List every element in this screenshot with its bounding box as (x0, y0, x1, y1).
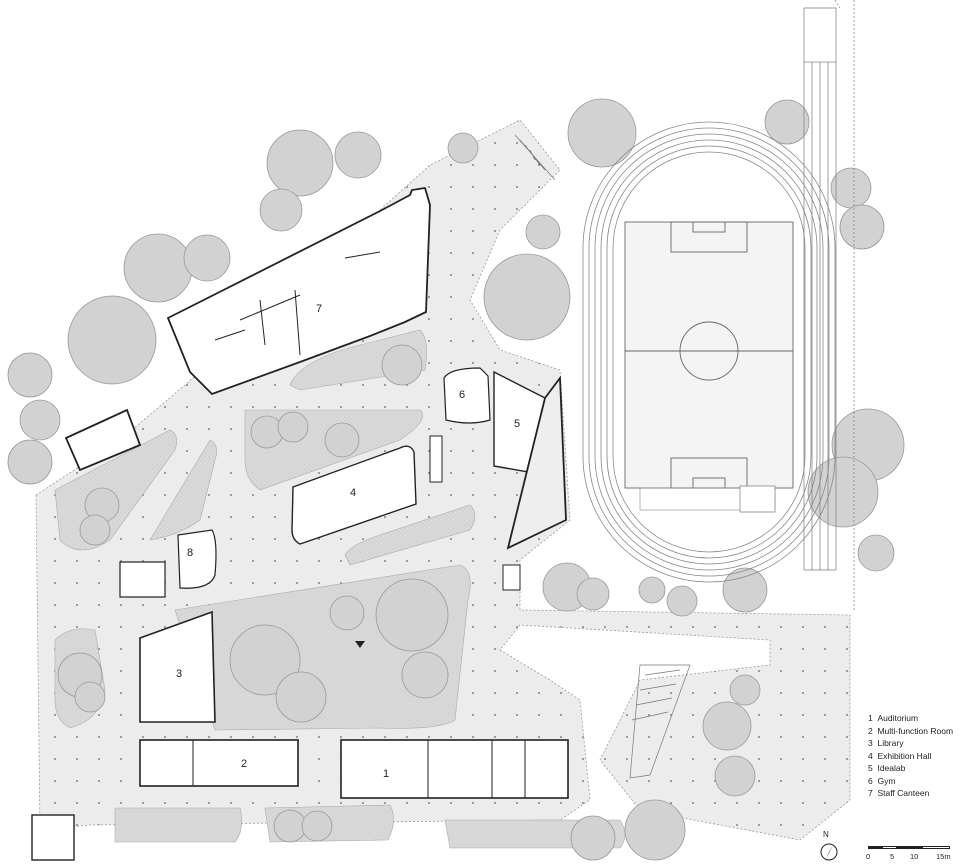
building-6-gym (443, 367, 491, 424)
football-pitch (624, 221, 794, 489)
scale-tick-5: 5 (890, 852, 895, 861)
legend-item-7: 7 Staff Canteen (868, 788, 930, 798)
small-building-west (64, 408, 142, 472)
building-1-auditorium (340, 739, 569, 799)
legend-item-3: 3 Library (868, 738, 904, 748)
building-number-7: 7 (316, 303, 322, 315)
building-number-6: 6 (459, 389, 465, 401)
building-number-2: 2 (241, 758, 247, 770)
building-2-multi-function-room (139, 739, 299, 787)
north-label: N (823, 830, 829, 839)
building-3-library (139, 610, 216, 723)
legend-item-4: 4 Exhibition Hall (868, 750, 932, 761)
ramps (514, 134, 691, 779)
compass-icon (820, 843, 838, 861)
north-arrow: N (818, 830, 842, 862)
idealab-wedge (506, 375, 567, 550)
scale-tick-10: 10 (910, 852, 919, 861)
small-building-southwest (31, 814, 75, 861)
scale-bar: 0 5 10 15m (866, 846, 956, 866)
building-number-5: 5 (514, 418, 520, 430)
building-8 (177, 529, 217, 589)
building-number-8: 8 (187, 547, 193, 559)
building-7-staff-canteen (166, 186, 431, 396)
scale-tick-0: 0 (866, 852, 871, 861)
building-number-3: 3 (176, 668, 182, 680)
legend-item-6: 6 Gym (868, 775, 896, 786)
building-numbers: 1 2 3 4 5 6 7 8 (176, 303, 520, 780)
buildings (31, 186, 569, 861)
legend-item-1: 1 Auditorium (868, 713, 919, 723)
building-number-1: 1 (383, 768, 389, 780)
legend: 1 Auditorium 2 Multi-function Room 3 Lib… (868, 712, 960, 800)
legend-item-5: 5 Idealab (868, 763, 906, 773)
entrance-marker (355, 641, 365, 648)
sprint-lanes (639, 0, 855, 610)
scale-bar-graphic (868, 846, 950, 849)
scale-tick-15m: 15m (936, 852, 951, 861)
trees (7, 98, 905, 861)
building-number-4: 4 (350, 487, 356, 499)
building-4-exhibition-hall (291, 445, 417, 545)
running-track (582, 121, 836, 583)
legend-item-2: 2 Multi-function Room (868, 725, 954, 736)
